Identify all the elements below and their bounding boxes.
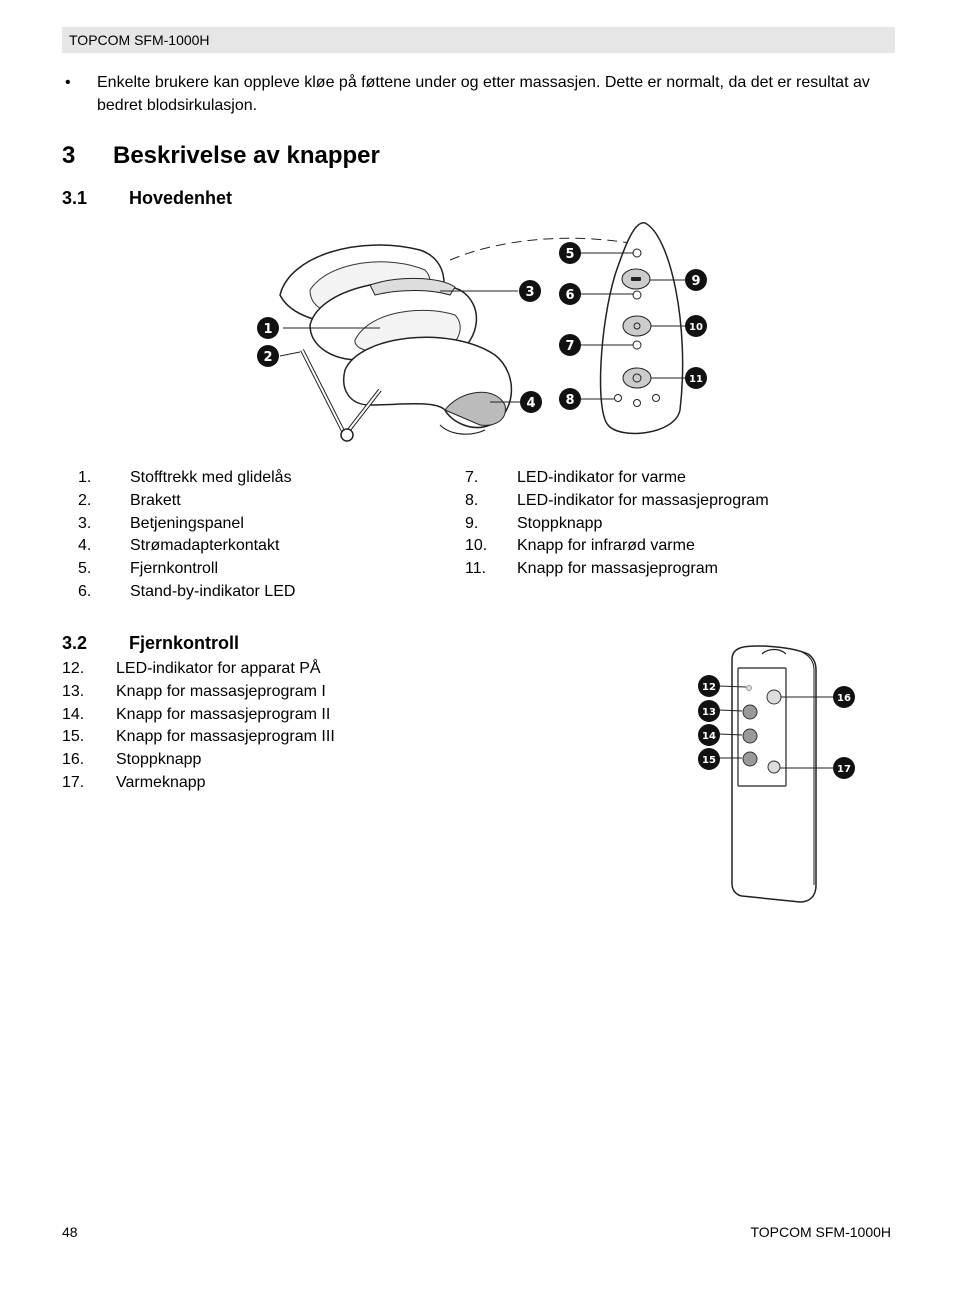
svg-text:3: 3 (525, 285, 534, 300)
subsection-title-main: Hovedenhet (129, 188, 233, 208)
callout-12: 12 (698, 675, 720, 697)
intro-text: Enkelte brukere kan oppleve kløe på føtt… (97, 74, 870, 114)
svg-text:2: 2 (263, 350, 272, 365)
svg-text:14: 14 (702, 731, 716, 742)
footer-title: TOPCOM SFM-1000H (750, 1224, 891, 1240)
callout-2: 2 (257, 345, 279, 367)
main-unit-list-left: 1.Stofftrekk med glidelås 2.Brakett 3.Be… (78, 467, 438, 604)
list-item: 3.Betjeningspanel (78, 514, 244, 532)
list-item: 1.Stofftrekk med glidelås (78, 469, 292, 486)
callout-5: 5 (559, 242, 581, 264)
svg-text:15: 15 (702, 755, 716, 766)
callout-15: 15 (698, 748, 720, 770)
svg-text:8: 8 (565, 393, 574, 408)
svg-text:13: 13 (702, 707, 716, 718)
list-item: 16.Stoppknapp (62, 751, 202, 769)
callout-9: 9 (685, 269, 707, 291)
list-item: 15.Knapp for massasjeprogram III (62, 728, 335, 746)
main-unit-illustration: 1 2 3 4 5 6 7 8 9 10 11 (257, 222, 707, 442)
svg-text:6: 6 (565, 288, 574, 303)
svg-text:4: 4 (526, 396, 535, 411)
list-item: 8.LED-indikator for massasjeprogram (465, 491, 769, 509)
list-item: 12.LED-indikator for apparat PÅ (62, 660, 321, 677)
page-header: TOPCOM SFM-1000H (62, 27, 895, 53)
svg-text:10: 10 (689, 322, 703, 333)
callout-1: 1 (257, 317, 279, 339)
callout-17: 17 (833, 757, 855, 779)
list-item: 6.Stand-by-indikator LED (78, 582, 296, 600)
list-item: 11.Knapp for massasjeprogram (465, 560, 718, 578)
callout-13: 13 (698, 700, 720, 722)
subsection-number-main: 3.1 (62, 188, 88, 208)
list-item: 14.Knapp for massasjeprogram II (62, 705, 331, 723)
svg-text:12: 12 (702, 682, 716, 693)
list-item: 13.Knapp for massasjeprogram I (62, 682, 326, 700)
section-number: 3 (62, 142, 76, 169)
svg-text:9: 9 (691, 274, 700, 289)
remote-list: 12.LED-indikator for apparat PÅ 13.Knapp… (62, 658, 462, 795)
callout-3: 3 (519, 280, 541, 302)
callout-16: 16 (833, 686, 855, 708)
remote-illustration: 12 13 14 15 16 17 (698, 645, 855, 903)
header-title: TOPCOM SFM-1000H (69, 32, 210, 48)
callout-11: 11 (685, 367, 707, 389)
list-item: 5.Fjernkontroll (78, 560, 219, 578)
page-number: 48 (62, 1224, 78, 1240)
svg-text:11: 11 (689, 374, 703, 385)
list-item: 17.Varmeknapp (62, 773, 206, 791)
callout-4: 4 (520, 391, 542, 413)
main-unit-list-right: 7.LED-indikator for varme 8.LED-indikato… (465, 467, 885, 581)
callout-10: 10 (685, 315, 707, 337)
callout-6: 6 (559, 283, 581, 305)
list-item: 9.Stoppknapp (465, 514, 603, 532)
svg-text:1: 1 (263, 322, 272, 337)
subsection-title-remote: Fjernkontroll (129, 633, 240, 653)
svg-text:7: 7 (565, 339, 574, 354)
callout-14: 14 (698, 724, 720, 746)
list-item: 4.Strømadapterkontakt (78, 537, 280, 555)
svg-text:16: 16 (837, 693, 851, 704)
list-item: 10.Knapp for infrarød varme (465, 537, 695, 555)
svg-text:17: 17 (837, 764, 851, 775)
bullet-symbol: • (65, 74, 71, 91)
callout-7: 7 (559, 334, 581, 356)
svg-text:5: 5 (565, 247, 574, 262)
section-title: Beskrivelse av knapper (113, 142, 380, 169)
callout-8: 8 (559, 388, 581, 410)
list-item: 2.Brakett (78, 491, 181, 509)
subsection-number-remote: 3.2 (62, 633, 88, 653)
list-item: 7.LED-indikator for varme (465, 469, 686, 486)
